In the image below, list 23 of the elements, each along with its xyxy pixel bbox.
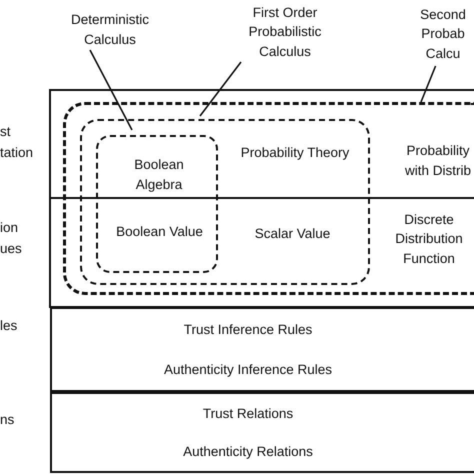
leader-line [89, 50, 133, 130]
leader-line [420, 66, 436, 102]
cell-text: Scalar Value [235, 220, 350, 248]
dashed-region [96, 135, 218, 273]
row-text: Trust Relations [202, 406, 294, 421]
table-row [50, 307, 474, 392]
row-heading: st tation [0, 123, 34, 162]
row-heading: les [0, 317, 18, 335]
row-heading: ns [0, 411, 16, 429]
cell-text: Boolean Algebra [119, 153, 199, 197]
table-row [50, 392, 474, 473]
cell-text: Probability Theory [225, 139, 365, 167]
row-heading: ion ues [0, 219, 23, 258]
row-text: Authenticity Relations [183, 444, 313, 460]
callout-label: Deterministic Calculus [60, 10, 160, 50]
row-text: Trust Inference Rules [184, 322, 312, 337]
cell-text: Discrete Distribution Function [381, 208, 474, 270]
cell-text: Probability with Distrib [399, 137, 474, 185]
callout-label: Second Probab Calcu [412, 2, 474, 66]
cell-text: Boolean Value [107, 212, 212, 252]
dashed-region [80, 119, 370, 285]
row-text: Authenticity Inference Rules [164, 362, 332, 378]
callout-label: First Order Probabilistic Calculus [230, 2, 340, 62]
